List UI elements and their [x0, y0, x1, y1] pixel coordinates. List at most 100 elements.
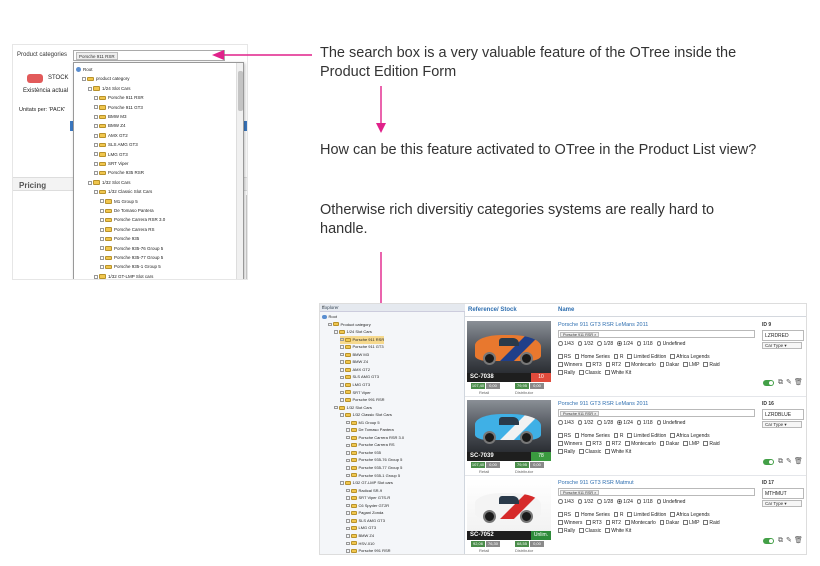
expand-toggle-icon[interactable] — [346, 503, 350, 508]
tree-node[interactable]: Product category — [328, 321, 371, 329]
product-image[interactable] — [467, 479, 551, 531]
series-checkbox[interactable] — [579, 449, 584, 454]
tree-node[interactable]: HSV-010 — [346, 540, 375, 548]
car-type-select[interactable]: Car Type ▾ — [762, 421, 802, 428]
expand-toggle-icon[interactable] — [94, 133, 98, 138]
expand-toggle-icon[interactable] — [346, 473, 350, 478]
series-checkbox[interactable] — [670, 512, 675, 517]
expand-toggle-icon[interactable] — [94, 152, 98, 157]
expand-toggle-icon[interactable] — [340, 345, 344, 349]
series-checkbox[interactable] — [558, 512, 563, 517]
tree-node[interactable]: SRT Viper — [94, 159, 129, 168]
expand-toggle-icon[interactable] — [94, 171, 98, 176]
tree-node[interactable]: Porsche Carrera RSR 3.0 — [346, 434, 404, 442]
product-image[interactable] — [467, 400, 551, 452]
category-tag[interactable]: Porsche 911 RSR × — [560, 490, 600, 495]
tree-node[interactable]: Porsche 935-76 Group 5 — [346, 456, 402, 464]
category-tags-input[interactable]: Porsche 911 RSR × — [558, 488, 755, 496]
expand-toggle-icon[interactable] — [346, 549, 350, 553]
expand-toggle-icon[interactable] — [100, 255, 104, 260]
tree-node[interactable]: Radical SR-9 — [346, 487, 382, 495]
sku-code[interactable]: SC-7052 — [470, 532, 494, 538]
tree-node[interactable]: SRT Viper GTS-R — [346, 494, 390, 502]
expand-toggle-icon[interactable] — [94, 114, 98, 119]
category-tags-input[interactable]: Porsche 911 RSR × — [558, 330, 755, 338]
tree-node[interactable]: 1/32 GT-LMP Slot cars — [340, 479, 393, 487]
edit-icon[interactable]: ✎ — [786, 458, 792, 465]
expand-toggle-icon[interactable] — [346, 534, 350, 538]
copy-icon[interactable]: ⧉ — [778, 458, 783, 465]
scale-radio[interactable] — [617, 420, 622, 425]
series-checkbox[interactable] — [625, 441, 630, 446]
series-checkbox[interactable] — [558, 528, 563, 533]
reference-input[interactable]: LZRDRED — [762, 330, 804, 341]
series-checkbox[interactable] — [627, 512, 632, 517]
series-checkbox[interactable] — [703, 441, 708, 446]
tree-node[interactable]: BMW Z4 — [94, 121, 126, 130]
tree-node[interactable]: Porsche 911 RSR — [340, 335, 385, 344]
series-checkbox[interactable] — [586, 441, 591, 446]
expand-toggle-icon[interactable] — [346, 420, 350, 425]
edit-icon[interactable]: ✎ — [786, 537, 792, 544]
scale-radio[interactable] — [558, 341, 563, 346]
expand-toggle-icon[interactable] — [100, 227, 104, 232]
tree-node[interactable]: M1 Group 5 — [346, 419, 380, 427]
scale-radio[interactable] — [656, 420, 662, 425]
series-checkbox[interactable] — [683, 362, 688, 367]
expand-toggle-icon[interactable] — [340, 481, 344, 485]
series-checkbox[interactable] — [579, 528, 584, 533]
series-checkbox[interactable] — [574, 354, 580, 359]
expand-toggle-icon[interactable] — [340, 413, 344, 417]
expand-toggle-icon[interactable] — [94, 96, 98, 100]
scale-radio[interactable] — [558, 420, 563, 425]
tree-node[interactable]: product category — [82, 74, 130, 83]
expand-toggle-icon[interactable] — [346, 541, 350, 546]
expand-toggle-icon[interactable] — [94, 105, 98, 110]
series-checkbox[interactable] — [558, 354, 563, 359]
series-checkbox[interactable] — [605, 370, 610, 375]
scale-radio[interactable] — [636, 420, 642, 425]
series-checkbox[interactable] — [625, 520, 630, 525]
series-checkbox[interactable] — [558, 441, 563, 446]
tree-node[interactable]: De Tomaso Pantera — [100, 206, 154, 215]
series-checkbox[interactable] — [625, 362, 630, 367]
scale-radio[interactable] — [597, 420, 602, 425]
category-search-tag[interactable]: Porsche 911 RSR — [76, 52, 118, 60]
product-image[interactable] — [467, 321, 551, 373]
expand-toggle-icon[interactable] — [340, 398, 344, 402]
expand-toggle-icon[interactable] — [340, 375, 344, 380]
tree-node[interactable]: AMX GT2 — [340, 366, 370, 374]
series-checkbox[interactable] — [574, 433, 580, 438]
tree-node[interactable]: Pagani Zonda — [346, 509, 383, 517]
scale-radio[interactable] — [617, 341, 622, 346]
tree-node[interactable]: Porsche 935 RSR — [94, 168, 144, 177]
scale-radio[interactable] — [656, 341, 662, 346]
tree-scrollbar[interactable] — [236, 63, 243, 279]
edit-icon[interactable]: ✎ — [786, 379, 792, 386]
series-checkbox[interactable] — [683, 520, 688, 525]
series-checkbox[interactable] — [605, 528, 610, 533]
expand-toggle-icon[interactable] — [328, 322, 332, 327]
expand-toggle-icon[interactable] — [100, 208, 104, 213]
tree-node[interactable]: Porsche 911 RSR — [94, 93, 144, 102]
expand-toggle-icon[interactable] — [346, 511, 350, 515]
expand-toggle-icon[interactable] — [346, 488, 350, 493]
expand-toggle-icon[interactable] — [88, 180, 92, 185]
tree-node[interactable]: Porsche 935 — [100, 234, 139, 243]
series-checkbox[interactable] — [703, 362, 708, 367]
expand-toggle-icon[interactable] — [340, 352, 344, 357]
expand-toggle-icon[interactable] — [346, 458, 350, 463]
trash-icon[interactable]: 🗑 — [794, 537, 803, 544]
expand-toggle-icon[interactable] — [346, 496, 350, 500]
series-checkbox[interactable] — [586, 362, 591, 367]
series-checkbox[interactable] — [605, 441, 611, 446]
tree-node[interactable]: De Tomaso Pantera — [346, 426, 394, 434]
series-checkbox[interactable] — [558, 370, 563, 375]
tree-node[interactable]: LMG GT3 — [340, 381, 370, 389]
tree-node[interactable]: SLS AMG GT3 — [346, 517, 385, 525]
active-toggle[interactable] — [763, 459, 774, 465]
scale-radio[interactable] — [577, 420, 583, 425]
sku-code[interactable]: SC-7039 — [470, 453, 494, 459]
expand-toggle-icon[interactable] — [346, 428, 350, 432]
